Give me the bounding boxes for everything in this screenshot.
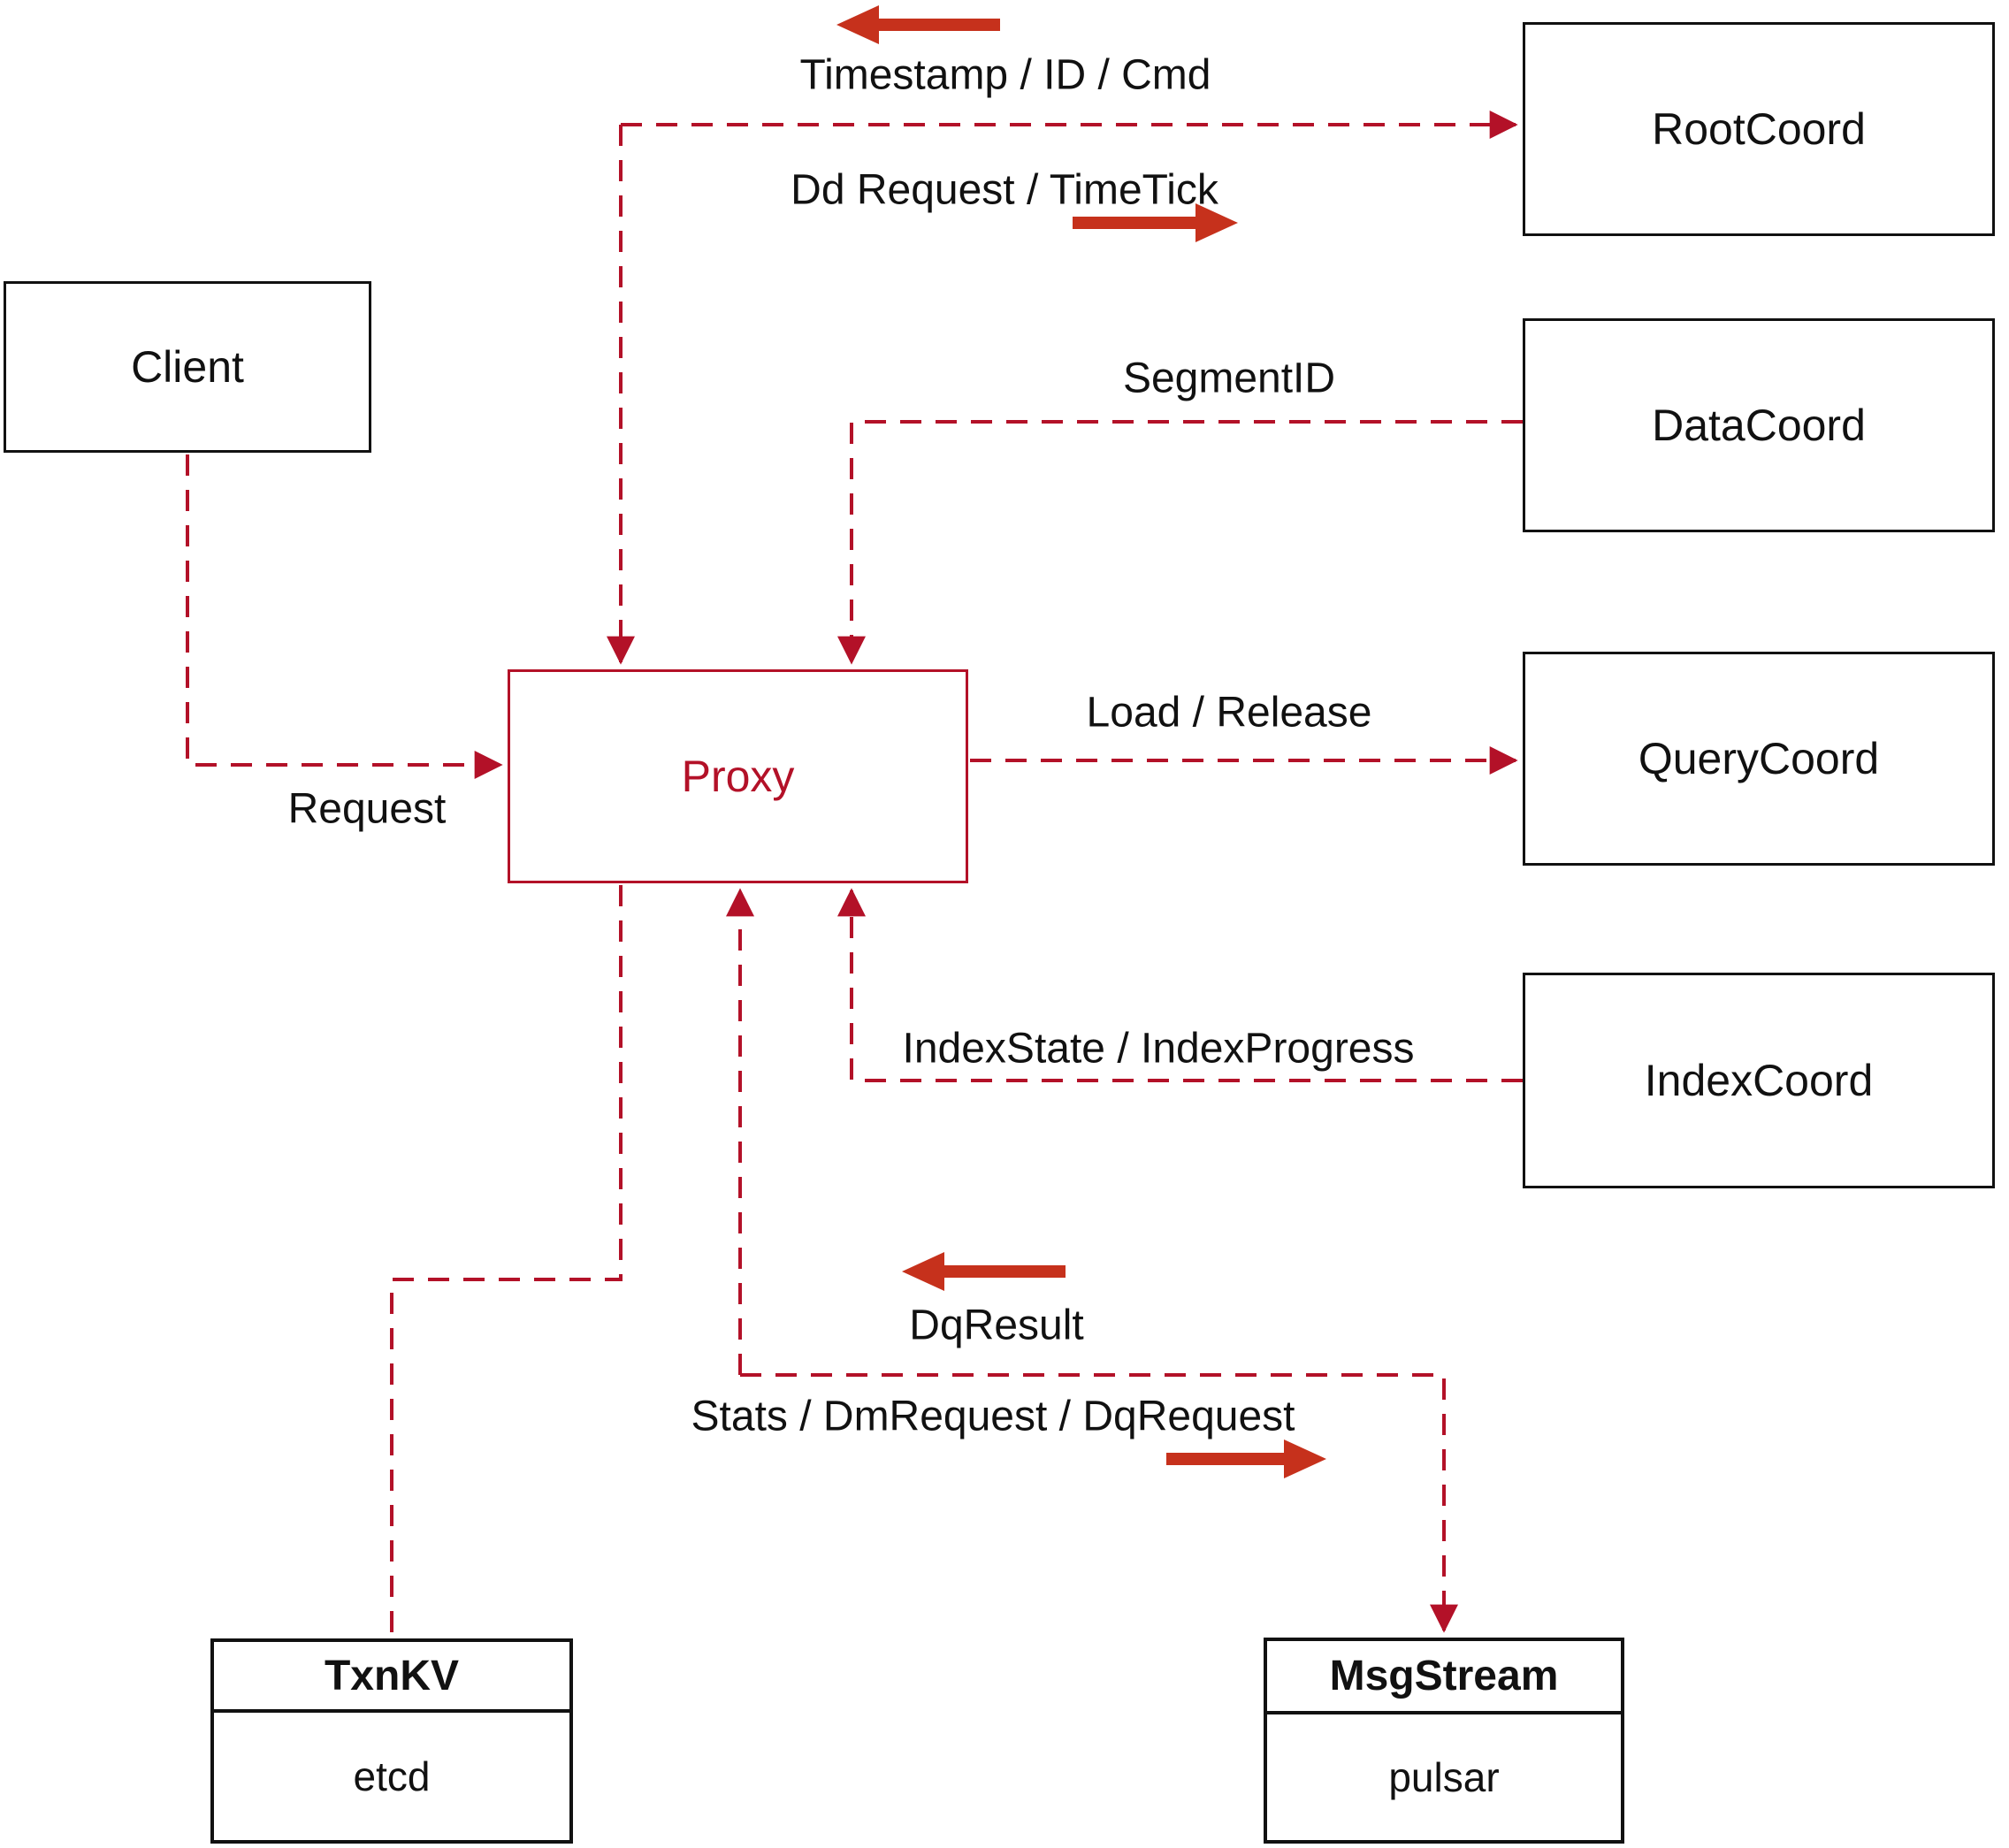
- node-querycoord: QueryCoord: [1523, 652, 1995, 866]
- node-datacoord: DataCoord: [1523, 318, 1995, 532]
- node-msgstream: MsgStream pulsar: [1264, 1638, 1624, 1844]
- node-proxy: Proxy: [508, 669, 968, 883]
- edge-label-indexstate-indexprogress: IndexState / IndexProgress: [902, 1025, 1415, 1073]
- edge-label-load-release: Load / Release: [1086, 689, 1372, 737]
- node-querycoord-label: QueryCoord: [1638, 734, 1880, 783]
- node-client-label: Client: [131, 342, 244, 392]
- node-rootcoord: RootCoord: [1523, 22, 1995, 236]
- edge-label-stats-dmrequest-dqrequest: Stats / DmRequest / DqRequest: [691, 1393, 1295, 1440]
- edge-indexcoord-proxy: [837, 888, 1523, 1082]
- direction-arrow-right-stats-icon: [1166, 1439, 1326, 1478]
- edge-label-timestamp-id-cmd: Timestamp / ID / Cmd: [799, 51, 1211, 99]
- node-indexcoord-label: IndexCoord: [1644, 1056, 1874, 1105]
- node-datacoord-label: DataCoord: [1652, 401, 1866, 450]
- edge-client-proxy: [186, 454, 503, 779]
- node-rootcoord-label: RootCoord: [1652, 104, 1866, 154]
- node-msgstream-title: MsgStream: [1267, 1641, 1621, 1714]
- edge-label-request: Request: [287, 785, 447, 833]
- edge-label-segmentid: SegmentID: [1122, 355, 1336, 402]
- node-client: Client: [4, 281, 371, 453]
- direction-arrow-left-dqresult-icon: [902, 1252, 1066, 1291]
- edge-datacoord-proxy: [837, 420, 1523, 665]
- node-txnkv: TxnKV etcd: [210, 1638, 573, 1844]
- node-txnkv-title: TxnKV: [214, 1642, 569, 1713]
- node-proxy-label: Proxy: [681, 752, 795, 801]
- edge-label-dd-request-timetick: Dd Request / TimeTick: [791, 166, 1218, 214]
- edge-proxy-txnkv: [390, 885, 623, 1637]
- node-indexcoord: IndexCoord: [1523, 973, 1995, 1188]
- node-txnkv-subtitle: etcd: [353, 1753, 431, 1799]
- direction-arrow-right-ddrequest-icon: [1073, 203, 1238, 242]
- direction-arrow-left-timestamp-icon: [836, 5, 1000, 44]
- node-msgstream-subtitle: pulsar: [1388, 1754, 1500, 1800]
- edge-label-dqresult: DqResult: [909, 1302, 1084, 1349]
